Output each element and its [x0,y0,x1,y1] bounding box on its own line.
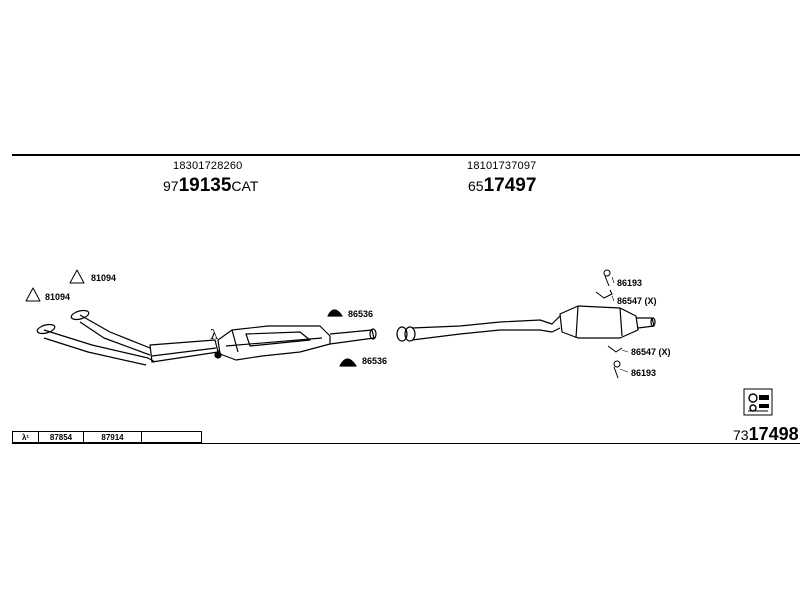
gasket-icon-upper [69,269,85,284]
front-downpipe [36,309,156,366]
accessory-cell-2: 87914 [84,432,142,442]
callout-rubber-top: 86547 (X) [617,296,657,306]
leader-lines [611,276,629,373]
front-oe-number: 18301728260 [173,160,243,172]
mid-pipe-stub [329,329,375,345]
clamp-icon-lower [339,358,357,367]
callout-hanger-top: 86193 [617,278,643,288]
rear-hanger-icons [595,269,623,379]
kit-icon [743,388,773,416]
front-pipe-section [149,339,219,363]
callout-gasket-upper: 81094 [91,273,117,283]
bottom-divider [12,443,800,444]
kit-number: 7317498 [733,424,799,444]
callout-clamp-upper: 86536 [348,309,374,319]
callout-gasket-lower: 81094 [45,292,71,302]
top-divider [12,154,800,156]
callout-hanger-bottom: 86193 [631,368,657,378]
catalytic-converter [217,325,331,361]
gasket-icon-upper-left [25,287,41,302]
rear-muffler [559,305,656,339]
front-part-number: 9719135CAT [163,175,259,196]
accessory-cell-1: 87854 [39,432,84,442]
callout-clamp-lower: 86536 [362,356,388,366]
accessory-cell-3 [142,432,201,442]
accessory-table: λ¹ 87854 87914 [12,431,202,443]
clamp-icon-upper [327,309,343,317]
rear-pipe [396,315,561,342]
lambda-sensor-label: λ [210,328,219,343]
callout-rubber-bottom: 86547 (X) [631,347,671,357]
lambda-cell: λ¹ [13,432,39,442]
rear-oe-number: 18101737097 [467,160,537,172]
rear-part-number: 6517497 [468,175,537,196]
